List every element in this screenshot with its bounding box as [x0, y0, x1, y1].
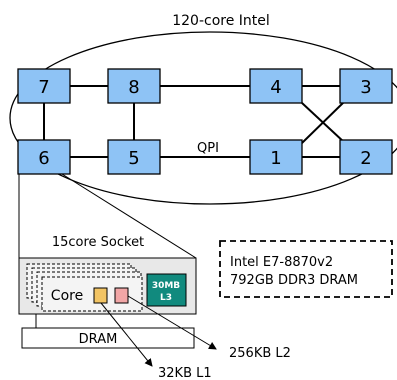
core-label: Core [51, 288, 83, 304]
l1-label: 32KB L1 [158, 366, 212, 380]
cluster-ellipse [9, 31, 397, 205]
socket-3: 3 [339, 68, 393, 104]
diagram-title: 120-core Intel [172, 13, 270, 29]
spec-line-2: 792GB DDR3 DRAM [230, 273, 358, 288]
socket-2-label: 2 [360, 148, 371, 169]
l3-cache-box [146, 273, 187, 307]
l2-cache-box [114, 287, 129, 304]
spec-line-1: Intel E7-8870v2 [230, 255, 333, 270]
dram-box [21, 327, 195, 349]
l1-cache-box [93, 287, 108, 304]
socket-8: 8 [107, 68, 161, 104]
l2-arrow [127, 295, 217, 350]
dram-label: DRAM [79, 332, 118, 347]
socket-detail-title: 15core Socket [52, 235, 144, 250]
l1-arrow [100, 302, 153, 367]
socket-6: 6 [17, 139, 71, 175]
socket-7: 7 [17, 68, 71, 104]
socket-2: 2 [339, 139, 393, 175]
zoom-lines [18, 173, 197, 259]
link-3-1 [301, 100, 346, 144]
socket-1: 1 [249, 139, 303, 175]
socket-4: 4 [249, 68, 303, 104]
l3-size-label: 30MB [152, 281, 180, 291]
socket-3-label: 3 [360, 77, 371, 98]
l3-level-label: L3 [160, 293, 172, 303]
socket-5: 5 [107, 139, 161, 175]
spec-box [219, 240, 393, 298]
socket-5-label: 5 [128, 148, 139, 169]
socket-4-label: 4 [270, 77, 281, 98]
socket-8-label: 8 [128, 77, 139, 98]
socket-1-label: 1 [270, 148, 281, 169]
socket-6-label: 6 [38, 148, 49, 169]
interconnect-links [43, 85, 346, 158]
socket-7-label: 7 [38, 77, 49, 98]
qpi-label: QPI [197, 141, 219, 156]
l2-label: 256KB L2 [229, 346, 291, 361]
